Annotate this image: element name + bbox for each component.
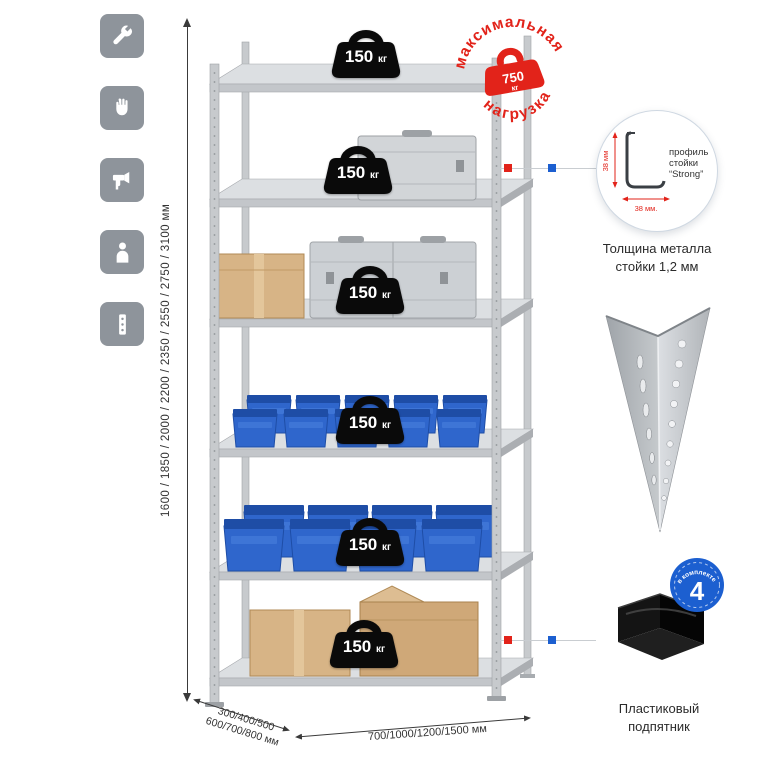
load-unit: кг	[375, 644, 386, 655]
load-value: 150	[348, 535, 378, 554]
profile-label-2: стойки	[669, 158, 698, 169]
plastic-foot-image	[617, 593, 705, 660]
profile-label-3: “Strong”	[669, 169, 703, 180]
load-unit: кг	[369, 170, 380, 181]
foot-caption: Пластиковый подпятник	[585, 700, 733, 735]
profile-caption-line2: стойки 1,2 мм	[615, 258, 699, 274]
badge-number: 4	[690, 576, 705, 606]
gloves-icon	[100, 86, 144, 130]
profile-dim-horizontal: 38 мм.	[635, 204, 658, 213]
load-value: 150	[348, 283, 378, 302]
profile-label-1: профиль	[669, 147, 708, 158]
profile-caption: Толщина металла стойки 1,2 мм	[583, 240, 731, 275]
load-value: 150	[348, 413, 378, 432]
person-icon	[100, 230, 144, 274]
callout-marker-blue	[548, 164, 556, 172]
load-value: 150	[336, 163, 366, 182]
foot-caption-line2: подпятник	[628, 718, 690, 734]
load-value: 150	[342, 637, 372, 656]
load-value: 150	[344, 47, 374, 66]
callout-marker-red	[504, 164, 512, 172]
stamp-arc-top: максимальная	[444, 4, 569, 73]
load-unit: кг	[377, 54, 388, 65]
load-unit: кг	[381, 542, 392, 553]
callout-marker-red	[504, 636, 512, 644]
shelf-load-weight: 150 кг	[318, 22, 414, 80]
shelf-load-weight: 150 кг	[322, 388, 418, 446]
load-unit: кг	[381, 290, 392, 301]
shelf-load-weight: 150 кг	[322, 510, 418, 568]
stamp-value: 750	[501, 68, 525, 87]
quantity-badge: 4 в комплекте	[670, 558, 724, 612]
perforated-profile-icon	[100, 302, 144, 346]
shelf-load-weight: 150 кг	[316, 612, 412, 670]
stamp-weight-icon: 750 кг	[484, 48, 545, 96]
foot-caption-line1: Пластиковый	[618, 701, 700, 716]
profile-dim-vertical: 38 мм	[601, 151, 610, 172]
drill-icon	[100, 158, 144, 202]
profile-caption-line1: Толщина металла	[602, 241, 712, 256]
shelf-load-weight: 150 кг	[322, 258, 418, 316]
height-dimension-label: 1600 / 1850 / 2000 / 2200 / 2350 / 2550 …	[160, 203, 172, 517]
wrench-icon	[100, 14, 144, 58]
post-profile-detail: 38 мм 38 мм. профиль стойки “Strong”	[596, 110, 718, 232]
shelving-rack-image	[205, 35, 535, 707]
callout-marker-blue	[548, 636, 556, 644]
stamp-unit: кг	[511, 83, 519, 93]
svg-text:максимальная: максимальная	[444, 4, 569, 73]
bottom-dimension-lines	[193, 698, 531, 740]
load-unit: кг	[381, 420, 392, 431]
max-load-stamp: максимальная нагрузка 750 кг	[436, 0, 589, 147]
shelf-load-weight: 150 кг	[310, 138, 406, 196]
height-dimension-line	[183, 18, 191, 702]
feature-icon-column	[100, 14, 144, 346]
cardboard-box	[215, 253, 305, 319]
corner-post-image	[605, 307, 711, 533]
